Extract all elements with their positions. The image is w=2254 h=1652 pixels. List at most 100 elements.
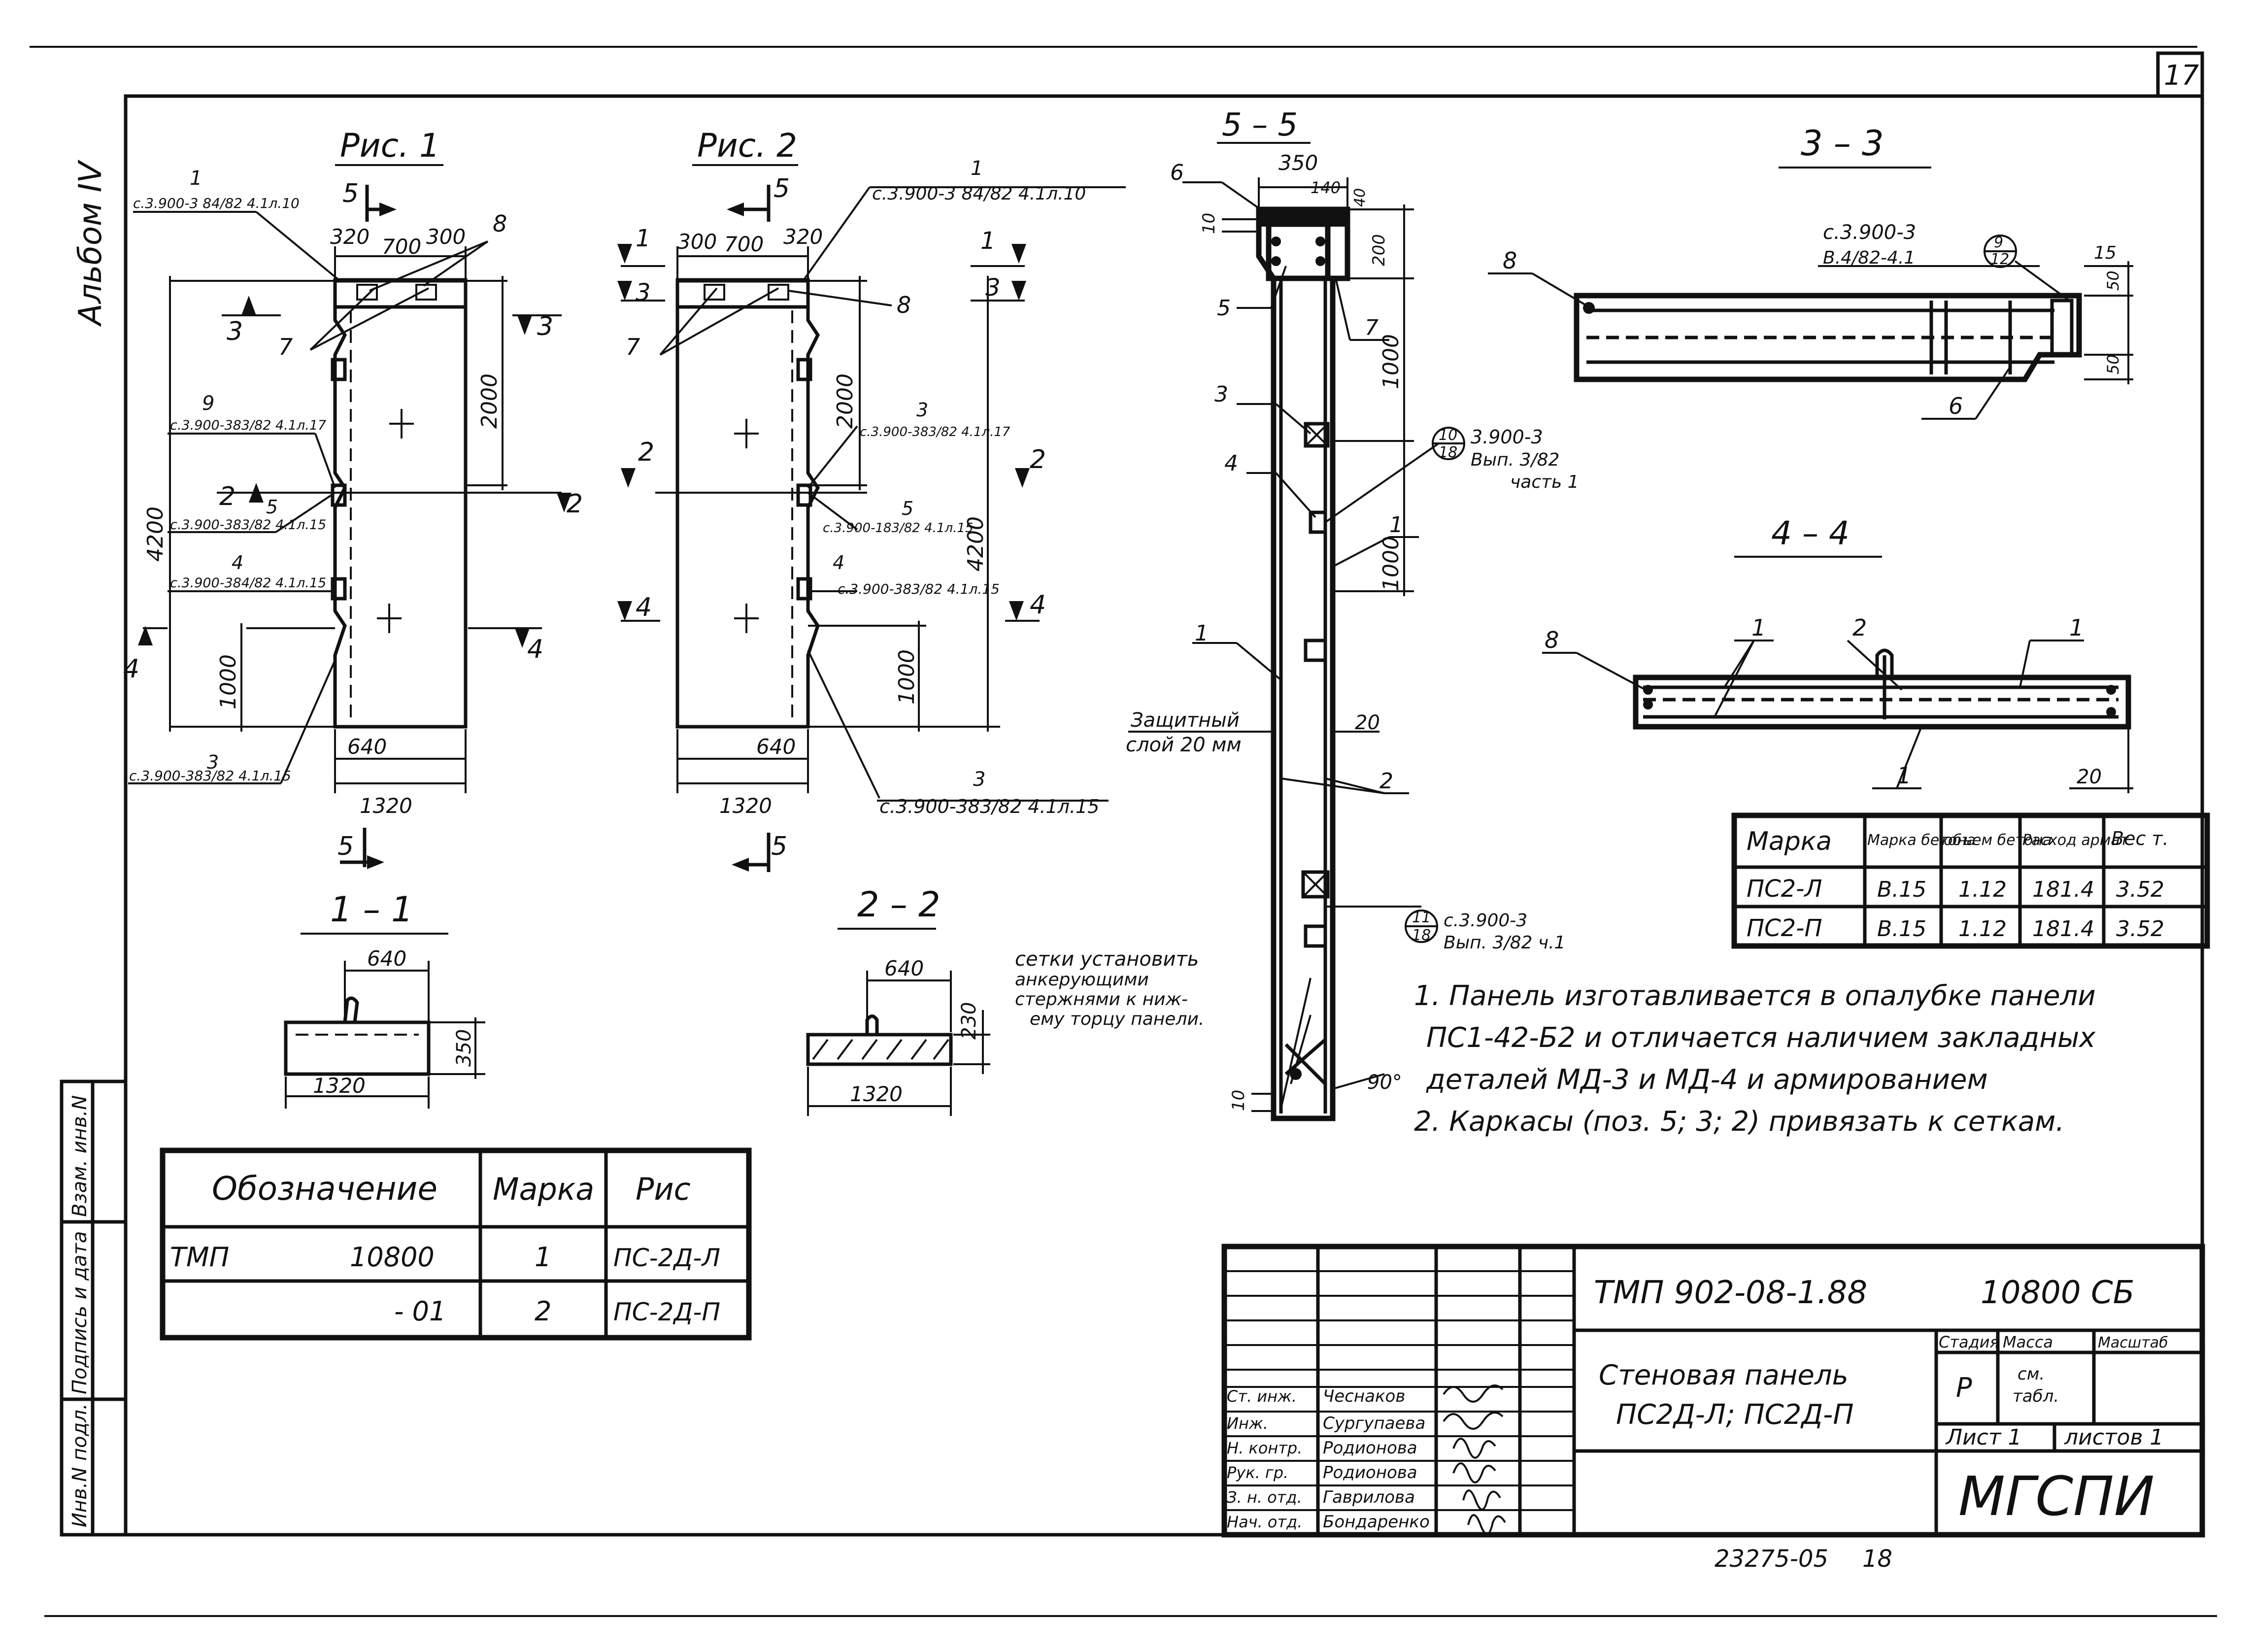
fig2-ref-1-doc: с.3.900-3 84/82 4.1л.10 bbox=[872, 184, 1086, 204]
figure-2: Рис. 2 bbox=[617, 127, 1126, 872]
fig2-cut-4-right: 4 bbox=[1030, 590, 1046, 620]
sec55-ref-18-a: 18 bbox=[1439, 444, 1457, 461]
mark-table-r2-weight: 3.52 bbox=[2116, 916, 2164, 942]
fig2-cut-2-left: 2 bbox=[638, 438, 654, 467]
side-stamp-inv: Инв.N подл. bbox=[68, 1403, 91, 1527]
title-block bbox=[1221, 1244, 2205, 1538]
title-sheet: Лист 1 bbox=[1945, 1425, 2021, 1450]
staff-role-1: Ст. инж. bbox=[1227, 1387, 1297, 1406]
staff-role-2: Инж. bbox=[1227, 1414, 1268, 1433]
designation-r1-fig: ПС-2Д-Л bbox=[613, 1244, 720, 1272]
sec22-dim-1320: 1320 bbox=[850, 1082, 903, 1106]
designation-r2-fig: ПС-2Д-П bbox=[613, 1298, 720, 1326]
fig2-cut-5-top: 5 bbox=[774, 174, 790, 203]
mark-table-r1-volume: 1.12 bbox=[1958, 877, 2007, 902]
fig1-cut-5-bottom: 5 bbox=[337, 832, 354, 861]
fig2-ref-3-top: 3 bbox=[916, 399, 928, 421]
designation-table bbox=[160, 1147, 752, 1341]
title-name-1: Стеновая панель bbox=[1599, 1359, 1849, 1391]
sec55-ref-10-part: часть 1 bbox=[1510, 472, 1579, 492]
sec33-ref-8: 8 bbox=[1503, 247, 1517, 274]
mark-table-r1-mark: ПС2-Л bbox=[1747, 875, 1822, 903]
sec55-ref-1-left: 1 bbox=[1195, 621, 1209, 646]
section-5-5: 5 – 5 bbox=[1128, 107, 1465, 1121]
fig2-cut-1-right: 1 bbox=[980, 227, 996, 255]
sec55-ref-10: 10 bbox=[1439, 427, 1457, 444]
sec33-ref-issue: В.4/82-4.1 bbox=[1823, 248, 1915, 268]
mark-table bbox=[1731, 812, 2210, 949]
sec11-dim-640: 640 bbox=[367, 946, 406, 971]
fig1-cut-2-left: 2 bbox=[219, 482, 235, 511]
sec55-dim-350: 350 bbox=[1278, 151, 1318, 175]
sec55-dim-1000-a: 1000 bbox=[1379, 334, 1404, 389]
designation-header-fig: Рис bbox=[636, 1171, 691, 1207]
fig2-ref-5: 5 bbox=[902, 498, 913, 519]
sec55-ref-1-right: 1 bbox=[1389, 512, 1403, 538]
sec55-dim-10: 10 bbox=[1199, 213, 1219, 234]
designation-r2-number: - 01 bbox=[394, 1296, 446, 1327]
fig2-ref-4-doc: с.3.900-383/82 4.1л.15 bbox=[838, 581, 1000, 597]
sec55-ref-11-doc: с.3.900-3 bbox=[1444, 910, 1527, 931]
sec55-dim-10-bottom: 10 bbox=[1229, 1090, 1248, 1111]
note-line-1: 1. Панель изготавливается в опалубке пан… bbox=[1414, 980, 2096, 1012]
fig2-cut-3-right: 3 bbox=[985, 274, 1001, 302]
sec33-dim-50-a: 50 bbox=[2104, 270, 2122, 291]
fig1-dim-640: 640 bbox=[347, 735, 387, 759]
fig2-dim-700: 700 bbox=[724, 232, 764, 256]
fig2-dim-640: 640 bbox=[756, 735, 796, 759]
fig1-cut-3-right: 3 bbox=[537, 312, 553, 341]
title-mass-header: Масса bbox=[2003, 1333, 2053, 1351]
mark-table-r2-volume: 1.12 bbox=[1958, 916, 2007, 942]
section-3-3: 3 – 3 bbox=[1488, 123, 2133, 420]
note-line-2: ПС1-42-Б2 и отличается наличием закладны… bbox=[1426, 1022, 2096, 1054]
staff-name-1: Чеснаков bbox=[1323, 1386, 1405, 1406]
sec33-dim-15: 15 bbox=[2094, 243, 2117, 263]
sec55-mesh-note-3: стержнями к ниж- bbox=[1015, 989, 1188, 1010]
sec55-ref-7: 7 bbox=[1365, 315, 1379, 340]
sec22-dim-230: 230 bbox=[958, 1002, 980, 1040]
sec33-ref-6: 6 bbox=[1949, 393, 1963, 419]
footer-page: 18 bbox=[1862, 1545, 1892, 1573]
sec55-cover-note-2: слой 20 мм bbox=[1126, 734, 1242, 756]
staff-role-3: Н. контр. bbox=[1227, 1439, 1302, 1457]
fig2-ref-8: 8 bbox=[897, 292, 911, 318]
fig1-cut-3-left: 3 bbox=[227, 317, 243, 346]
footer-code: 23275-05 bbox=[1715, 1545, 1828, 1573]
sec33-ref-12: 12 bbox=[1990, 251, 2009, 268]
fig1-title: Рис. 1 bbox=[340, 127, 440, 165]
mark-table-header-steel: Расход армат bbox=[2022, 832, 2129, 849]
fig1-ref-9: 9 bbox=[202, 392, 214, 415]
sec55-dim-40: 40 bbox=[1351, 188, 1369, 207]
fig1-ref-3-doc: с.3.900-383/82 4.1л.15 bbox=[129, 768, 291, 784]
designation-r2-mark: 2 bbox=[535, 1296, 551, 1327]
designation-r1-number: 10800 bbox=[350, 1242, 435, 1273]
staff-role-5: З. н. отд. bbox=[1227, 1488, 1302, 1507]
sec55-ref-4: 4 bbox=[1224, 451, 1238, 476]
fig2-dim-1320: 1320 bbox=[719, 794, 772, 818]
fig1-ref-7: 7 bbox=[278, 334, 293, 360]
mark-table-r2-steel: 181.4 bbox=[2032, 916, 2094, 942]
section-4-4: 4 – 4 bbox=[1542, 514, 2133, 793]
fig2-ref-5-doc: с.3.900-183/82 4.1л.15 bbox=[823, 521, 973, 536]
fig2-ref-4: 4 bbox=[833, 552, 844, 573]
fig1-dim-2000: 2000 bbox=[477, 373, 502, 429]
title-mass-2: табл. bbox=[2013, 1386, 2059, 1406]
staff-name-6: Бондаренко bbox=[1323, 1512, 1430, 1532]
title-scale-header: Масштаб bbox=[2098, 1334, 2168, 1351]
fig1-cut-4-left: 4 bbox=[123, 654, 139, 684]
sec11-title: 1 – 1 bbox=[330, 889, 413, 930]
sec44-ref-1-right: 1 bbox=[2069, 614, 2084, 641]
fig2-cut-5-bottom: 5 bbox=[771, 832, 787, 861]
mark-table-r1-weight: 3.52 bbox=[2116, 877, 2164, 902]
fig1-dim-4200: 4200 bbox=[143, 506, 168, 562]
figure-1: Рис. 1 bbox=[128, 127, 572, 869]
sec33-ref-doc: с.3.900-3 bbox=[1823, 221, 1916, 244]
sec44-ref-1-bottom: 1 bbox=[1897, 762, 1911, 789]
fig2-dim-300: 300 bbox=[677, 230, 717, 254]
title-name-2: ПС2Д-Л; ПС2Д-П bbox=[1616, 1399, 1853, 1431]
sec44-ref-1-left: 1 bbox=[1751, 614, 1766, 641]
fig2-dim-1000: 1000 bbox=[894, 649, 919, 705]
section-2-2: 2 – 2 bbox=[806, 884, 990, 1116]
fig1-dim-1320: 1320 bbox=[360, 794, 412, 818]
